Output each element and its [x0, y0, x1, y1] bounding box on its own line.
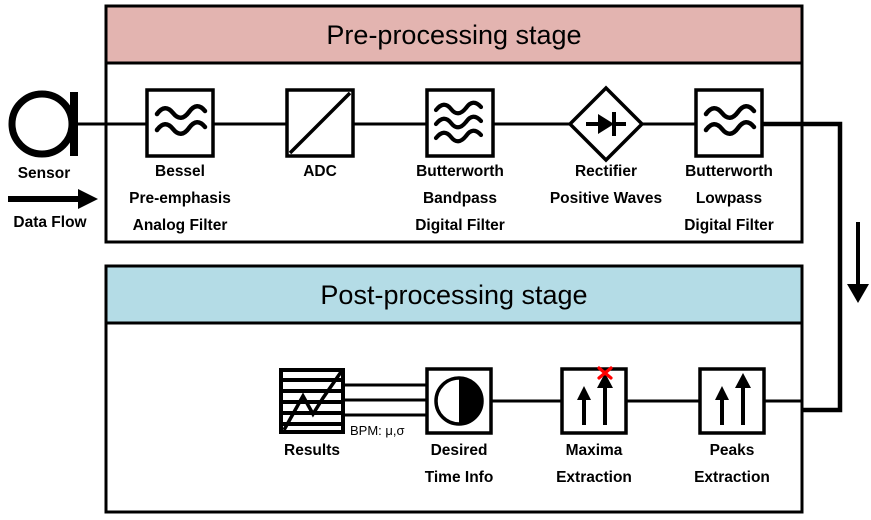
- connector-stage-link: [762, 121, 843, 413]
- down-arrow-icon: [847, 222, 869, 303]
- peaks-box: [698, 367, 766, 435]
- lowpass-label-3: Digital Filter: [684, 217, 774, 234]
- two-arrows-reject-icon: [577, 366, 613, 425]
- bandpass-label-1: Butterworth: [416, 163, 504, 180]
- block-butterworth-bandpass[interactable]: Butterworth Bandpass Digital Filter: [415, 88, 505, 234]
- bandpass-box: [425, 88, 495, 158]
- maxima-box: [560, 367, 628, 435]
- peaks-label-1: Peaks: [710, 442, 755, 459]
- bessel-label-1: Bessel: [155, 163, 205, 180]
- rectifier-label-2: Positive Waves: [550, 190, 662, 207]
- peaks-label-2: Extraction: [694, 469, 770, 486]
- bandpass-label-2: Bandpass: [423, 190, 497, 207]
- sensor-icon: [8, 90, 76, 158]
- data-flow-label: Data Flow: [13, 214, 87, 231]
- post-stage-title: Post-processing stage: [320, 280, 587, 310]
- two-wave-filter-icon: [154, 104, 208, 136]
- lowpass-label-2: Lowpass: [696, 190, 762, 207]
- results-label-1: Results: [284, 442, 340, 459]
- bandpass-label-3: Digital Filter: [415, 217, 505, 234]
- clock-pie-icon: [434, 376, 484, 426]
- lowpass-box: [694, 88, 764, 158]
- diode-diamond-icon: [586, 112, 626, 136]
- rectifier-label-1: Rectifier: [575, 163, 637, 180]
- pre-stage-header-bar: [107, 7, 801, 63]
- right-arrow-icon: [8, 189, 98, 209]
- sensor-label: Sensor: [18, 165, 71, 182]
- lowpass-label-1: Butterworth: [685, 163, 773, 180]
- block-butterworth-lowpass[interactable]: Butterworth Lowpass Digital Filter: [684, 88, 774, 234]
- bessel-label-3: Analog Filter: [133, 217, 228, 234]
- adc-diagonal-icon: [288, 91, 352, 155]
- block-peaks-extraction[interactable]: Peaks Extraction: [694, 367, 770, 486]
- block-maxima-extraction[interactable]: Maxima Extraction: [556, 366, 632, 486]
- red-x-icon: [597, 366, 613, 380]
- desired-time-label-1: Desired: [431, 442, 488, 459]
- connector-clock-results: [343, 383, 427, 417]
- block-rectifier[interactable]: Rectifier Positive Waves: [550, 85, 662, 207]
- desired-time-label-2: Time Info: [425, 469, 494, 486]
- waveform-chart-icon: [281, 371, 343, 431]
- sensor-group[interactable]: Sensor Data Flow: [8, 90, 98, 231]
- maxima-label-1: Maxima: [566, 442, 623, 459]
- two-wave-filter-icon: [703, 104, 757, 136]
- block-desired-time-info[interactable]: Desired Time Info: [425, 367, 494, 486]
- post-stage-header-bar: [107, 267, 801, 323]
- block-bessel[interactable]: Bessel Pre-emphasis Analog Filter: [129, 88, 231, 234]
- bessel-label-2: Pre-emphasis: [129, 190, 231, 207]
- adc-label-1: ADC: [303, 163, 337, 180]
- bpm-stats-label: BPM: μ,σ: [350, 423, 405, 438]
- three-wave-filter-icon: [433, 100, 484, 144]
- block-results[interactable]: Results: [279, 368, 345, 459]
- pre-stage-title: Pre-processing stage: [326, 20, 581, 50]
- maxima-label-2: Extraction: [556, 469, 632, 486]
- two-arrows-icon: [715, 373, 751, 425]
